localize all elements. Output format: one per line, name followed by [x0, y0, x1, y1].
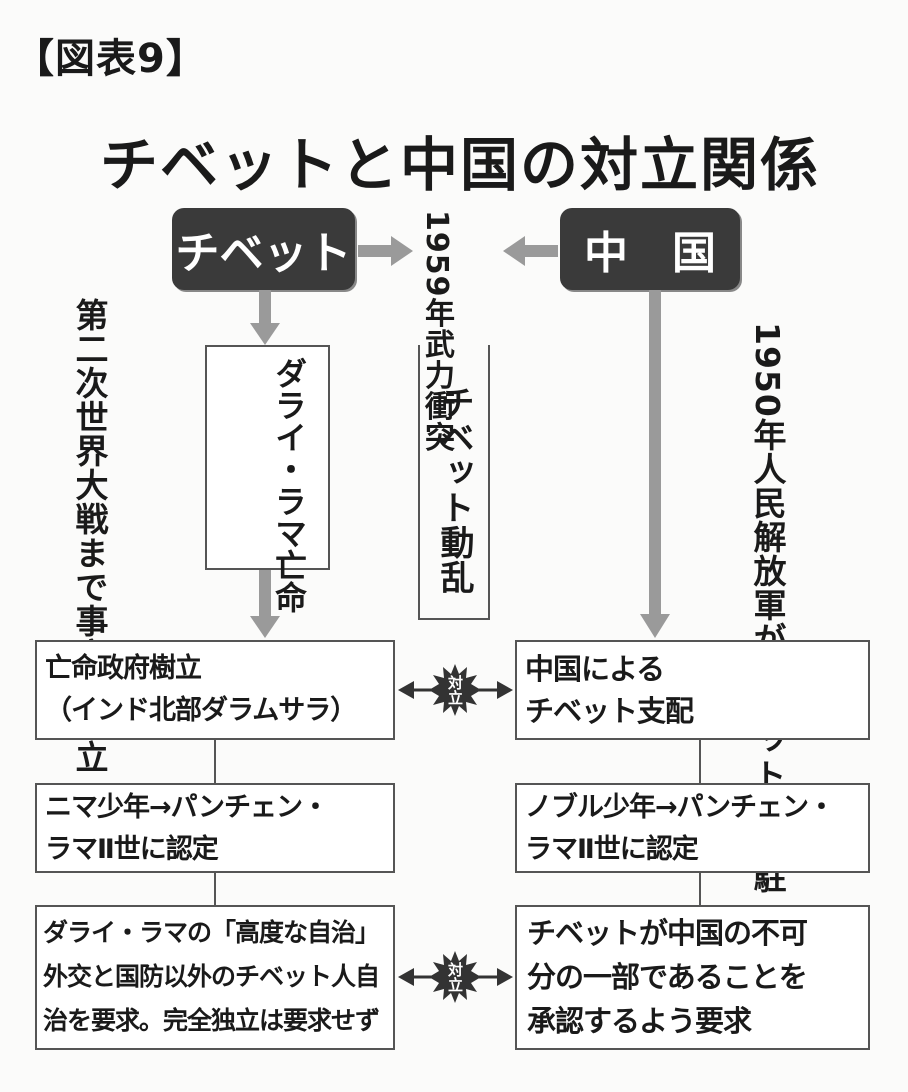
clash-text: 武力衝突: [419, 328, 454, 453]
uprising-text: チベット動乱: [434, 385, 474, 595]
arrow-down-icon: [640, 290, 670, 638]
china-panchen-box: ノブル少年→パンチェン・ラマⅡ世に認定: [515, 783, 870, 873]
box-line: 中国による: [525, 652, 665, 686]
conflict-starburst: 対立: [429, 951, 481, 1003]
dalai-line1: ダライ・ラマ: [270, 357, 308, 549]
box-line: 治を要求。完全独立は要求せず: [43, 1006, 380, 1035]
box-line: 外交と国防以外のチベット人自: [43, 962, 380, 991]
box-line: ニマ少年→パンチェン・: [45, 792, 329, 823]
connector-line: [699, 740, 701, 783]
dalai-line2: 亡命: [270, 549, 308, 613]
clash-year: 1959年: [419, 210, 454, 329]
box-line: ノブル少年→パンチェン・: [525, 792, 835, 823]
clash-label: 1959年武力衝突: [419, 210, 454, 453]
box-line: 承認するよう要求: [527, 1004, 752, 1038]
dalai-exile-box: ダライ・ラマ亡命: [205, 345, 330, 613]
tibet-node: チベット: [172, 208, 355, 290]
conflict-text: 対立: [446, 675, 464, 705]
left-note-line1: 第二次世界大戦: [70, 298, 109, 536]
china-demand-box: チベットが中国の不可分の一部であることを承認するよう要求: [515, 905, 870, 1050]
dalai-demand-box: ダライ・ラマの「高度な自治」外交と国防以外のチベット人自治を要求。完全独立は要求…: [35, 905, 395, 1050]
uprising-box: チベット動乱: [418, 345, 490, 620]
right-note-line2: 人民解放軍が: [748, 451, 787, 656]
figure-label: 【図表9】: [14, 36, 207, 82]
arrow-right-icon: [358, 236, 413, 266]
box-line: チベットが中国の不可: [527, 916, 808, 950]
arrow-left-icon: [503, 236, 558, 266]
box-line: チベット支配: [525, 694, 694, 728]
connector-line: [699, 873, 701, 905]
connector-line: [214, 740, 216, 783]
starburst-icon: [429, 664, 481, 716]
box-line: （インド北部ダラムサラ）: [45, 695, 357, 726]
box-line: 分の一部であることを: [527, 960, 808, 994]
exile-government-box: 亡命政府樹立 （インド北部ダラムサラ）: [35, 640, 395, 740]
connector-line: [214, 873, 216, 905]
starburst-icon: [429, 951, 481, 1003]
right-note-line1: 1950年: [748, 322, 787, 452]
china-rule-box: 中国によるチベット支配: [515, 640, 870, 740]
conflict-text: 対立: [446, 962, 464, 992]
diagram-title: チベットと中国の対立関係: [100, 131, 821, 199]
box-line: ラマⅡ世に認定: [525, 834, 699, 865]
box-line: ラマⅡ世に認定: [45, 834, 219, 865]
china-node: 中 国: [560, 208, 740, 290]
box-line: 亡命政府樹立: [45, 653, 202, 684]
tibet-panchen-box: ニマ少年→パンチェン・ラマⅡ世に認定: [35, 783, 395, 873]
box-line: ダライ・ラマの「高度な自治」: [43, 918, 380, 947]
arrow-down-icon: [250, 570, 280, 638]
arrow-down-icon: [250, 290, 280, 345]
conflict-starburst: 対立: [429, 664, 481, 716]
